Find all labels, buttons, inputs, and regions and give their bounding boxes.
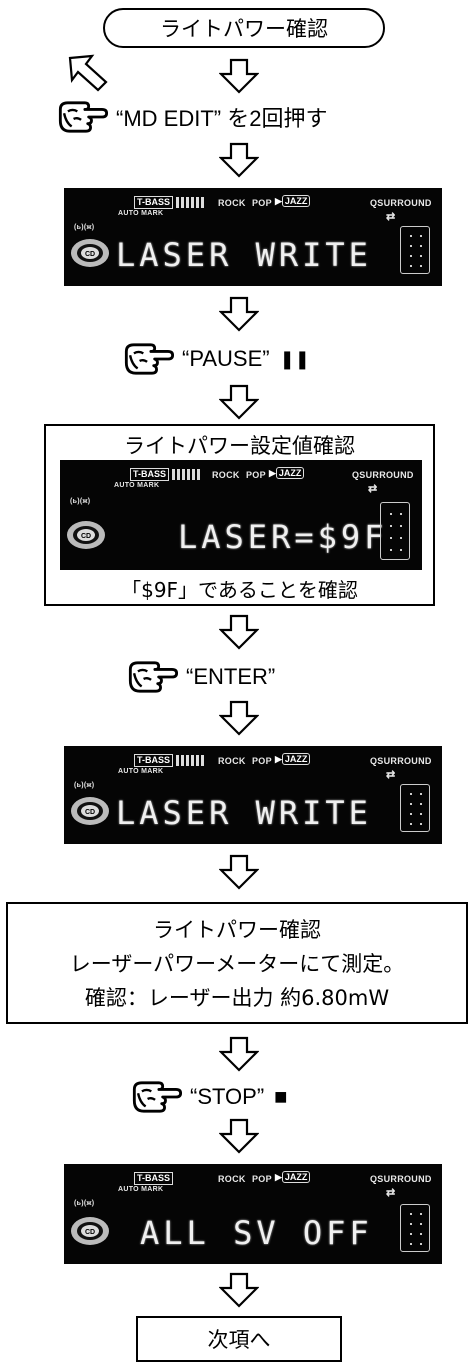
pause-symbol: ❚❚	[279, 348, 310, 369]
rock-label: ROCK	[218, 756, 246, 766]
pointing-hand-icon	[124, 343, 175, 375]
down-arrow-icon	[219, 700, 259, 736]
step-stop-text: “STOP”	[190, 1084, 265, 1109]
jazz-text: JAZZ	[275, 467, 305, 479]
down-arrow-icon	[219, 1036, 259, 1072]
jazz-label: ▶JAZZ	[275, 1171, 311, 1183]
lcd-display-laser-write: T-BASS ROCK POP ▶JAZZ QSURROUND ⇄ AUTO M…	[64, 188, 442, 286]
pop-label: POP	[246, 470, 266, 480]
rock-label: ROCK	[218, 198, 246, 208]
auto-mark-label: AUTO MARK	[118, 1186, 164, 1193]
measurement-line-3: 確認：レーザー出力 約6.80mW	[84, 986, 390, 1010]
surround-label: QSURROUND	[352, 470, 414, 480]
surround-label: QSURROUND	[370, 198, 432, 208]
down-arrow-icon	[219, 854, 259, 890]
down-arrow-icon	[219, 58, 259, 94]
rock-label: ROCK	[212, 470, 240, 480]
down-arrow-icon	[219, 384, 259, 420]
pop-label: POP	[252, 198, 272, 208]
step-stop: “STOP” ■	[130, 1080, 287, 1114]
flow-title: ライトパワー確認	[103, 8, 385, 48]
lcd-main-text: ALL SV OFF	[140, 1214, 373, 1252]
indicator-label: (ь)(ж)	[74, 782, 95, 789]
down-arrow-icon	[219, 1272, 259, 1308]
cd-disc-icon	[67, 521, 105, 549]
step-md-edit-text: “MD EDIT” を2回押す	[116, 106, 328, 131]
jazz-label: ▶JAZZ	[275, 195, 311, 207]
pop-label: POP	[252, 1174, 272, 1184]
surround-label: QSURROUND	[370, 1174, 432, 1184]
indicator-label: (ь)(ж)	[70, 498, 91, 505]
dot-matrix-box	[400, 226, 430, 274]
down-arrow-icon	[219, 614, 259, 650]
indicator-label: (ь)(ж)	[74, 224, 95, 231]
lcd-main-text: LASER=$9F	[178, 518, 388, 556]
lcd-display-laser-write-2: T-BASS ROCK POP ▶JAZZ QSURROUND ⇄ AUTO M…	[64, 746, 442, 844]
next-section-text: 次項へ	[207, 1328, 271, 1352]
lcd-display-laser-value: T-BASS ROCK POP ▶JAZZ QSURROUND ⇄ AUTO M…	[60, 460, 422, 570]
tbass-level-bars	[176, 197, 204, 208]
setting-box-footer: 「$9F」であることを確認	[121, 578, 358, 602]
dot-matrix-box	[380, 502, 410, 560]
lcd-main-text: LASER WRITE	[116, 236, 372, 274]
measurement-box: ライトパワー確認 レーザーパワーメーターにて測定。 確認：レーザー出力 約6.8…	[6, 902, 468, 1024]
auto-mark-label: AUTO MARK	[114, 482, 160, 489]
pointing-hand-icon	[132, 1081, 183, 1113]
jazz-text: JAZZ	[281, 1171, 311, 1183]
cd-disc-icon	[71, 797, 109, 825]
pointing-hand-icon	[128, 661, 179, 693]
step-enter: “ENTER”	[126, 660, 275, 694]
repeat-icon: ⇄	[386, 769, 396, 781]
jazz-label: ▶JAZZ	[269, 467, 305, 479]
flow-title-text: ライトパワー確認	[160, 17, 328, 41]
tbass-indicator: T-BASS	[134, 196, 174, 209]
auto-mark-label: AUTO MARK	[118, 210, 164, 217]
next-section-box: 次項へ	[136, 1316, 342, 1362]
surround-label: QSURROUND	[370, 756, 432, 766]
md-disc-icon	[71, 1217, 109, 1245]
down-arrow-icon	[219, 296, 259, 332]
down-arrow-icon	[219, 1118, 259, 1154]
repeat-icon: ⇄	[368, 483, 378, 495]
dot-matrix-box	[400, 1204, 430, 1252]
auto-mark-label: AUTO MARK	[118, 768, 164, 775]
measurement-line-2: レーザーパワーメーターにて測定。	[69, 952, 405, 976]
setting-box-heading: ライトパワー設定値確認	[124, 434, 355, 458]
pointing-hand-icon	[58, 101, 109, 133]
loop-back-arrow-icon	[68, 54, 108, 92]
setting-value-box: ライトパワー設定値確認 T-BASS ROCK POP ▶JAZZ QSURRO…	[44, 424, 435, 606]
step-pause-text: “PAUSE”	[182, 346, 270, 371]
step-md-edit: “MD EDIT” を2回押す	[56, 100, 327, 134]
tbass-indicator: T-BASS	[134, 1172, 174, 1185]
jazz-text: JAZZ	[281, 195, 311, 207]
measurement-line-1: ライトパワー確認	[153, 918, 321, 942]
lcd-main-text: LASER WRITE	[116, 794, 372, 832]
jazz-text: JAZZ	[281, 753, 311, 765]
jazz-label: ▶JAZZ	[275, 753, 311, 765]
stop-symbol: ■	[274, 1084, 288, 1109]
step-enter-text: “ENTER”	[186, 664, 276, 689]
repeat-icon: ⇄	[386, 1187, 396, 1199]
dot-matrix-box	[400, 784, 430, 832]
lcd-display-all-sv-off: T-BASS ROCK POP ▶JAZZ QSURROUND ⇄ AUTO M…	[64, 1164, 442, 1264]
cd-disc-icon	[71, 239, 109, 267]
down-arrow-icon	[219, 142, 259, 178]
tbass-level-bars	[172, 469, 200, 480]
tbass-indicator: T-BASS	[130, 468, 170, 481]
tbass-level-bars	[176, 755, 204, 766]
indicator-label: (ь)(ж)	[74, 1200, 95, 1207]
pop-label: POP	[252, 756, 272, 766]
repeat-icon: ⇄	[386, 211, 396, 223]
step-pause: “PAUSE” ❚❚	[122, 342, 310, 376]
tbass-indicator: T-BASS	[134, 754, 174, 767]
rock-label: ROCK	[218, 1174, 246, 1184]
